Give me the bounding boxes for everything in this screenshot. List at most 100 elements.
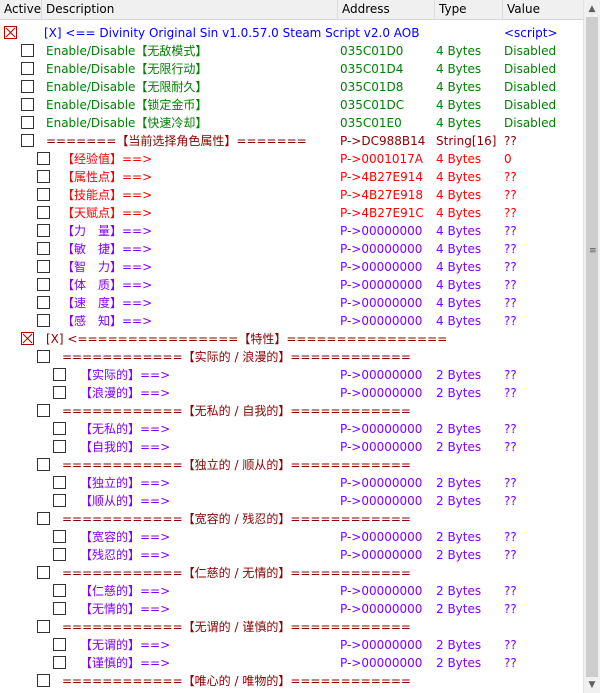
table-row[interactable]: ============【实际的 / 浪漫的】============ (0, 348, 583, 366)
table-row[interactable]: ============【无谓的 / 谨慎的】============ (0, 618, 583, 636)
row-value: ?? (504, 206, 517, 220)
active-checkbox[interactable] (37, 674, 50, 687)
active-checkbox[interactable] (37, 260, 50, 273)
row-address: P->00000000 (340, 602, 423, 616)
active-checkbox[interactable] (37, 206, 50, 219)
header-description[interactable]: Description (42, 0, 338, 19)
active-checkbox[interactable] (53, 602, 66, 615)
row-value (504, 330, 582, 348)
row-description: 【敏 捷】==> (62, 242, 153, 256)
active-checkbox[interactable] (53, 368, 66, 381)
table-row[interactable]: [X] <== Divinity Original Sin v1.0.57.0 … (0, 24, 583, 42)
header-value[interactable]: Value (507, 2, 540, 16)
row-value (504, 564, 582, 582)
active-checkbox[interactable] (37, 620, 50, 633)
active-checkbox[interactable] (37, 296, 50, 309)
active-checkbox-checked[interactable] (21, 332, 34, 345)
row-value: ?? (504, 602, 517, 616)
active-checkbox[interactable] (21, 134, 34, 147)
row-type: 2 Bytes (436, 656, 482, 670)
header-address[interactable]: Address (338, 0, 435, 19)
scroll-down-arrow-icon[interactable]: ▼ (588, 679, 596, 690)
active-checkbox[interactable] (37, 566, 50, 579)
header-type[interactable]: Type (435, 0, 503, 19)
active-checkbox[interactable] (37, 278, 50, 291)
row-address (340, 564, 433, 582)
active-checkbox[interactable] (53, 440, 66, 453)
row-address: P->00000000 (340, 386, 423, 400)
table-row[interactable]: ============【唯心的 / 唯物的】============ (0, 672, 583, 690)
row-address: 035C01E0 (340, 116, 402, 130)
active-checkbox[interactable] (37, 242, 50, 255)
active-checkbox[interactable] (53, 656, 66, 669)
active-checkbox[interactable] (53, 386, 66, 399)
row-address: P->00000000 (340, 638, 423, 652)
active-checkbox[interactable] (21, 98, 34, 111)
row-address: P->4B27E91C (340, 206, 424, 220)
scroll-up-arrow-icon[interactable]: ▲ (588, 3, 596, 14)
active-checkbox[interactable] (37, 350, 50, 363)
row-type (436, 330, 502, 348)
header-active[interactable]: Active (0, 0, 42, 19)
active-checkbox[interactable] (37, 512, 50, 525)
active-checkbox[interactable] (37, 170, 50, 183)
active-checkbox[interactable] (37, 404, 50, 417)
row-value: ?? (504, 440, 517, 454)
vertical-scrollbar[interactable]: ▲ ≡ ▼ (583, 0, 600, 693)
table-row[interactable]: [X] <================【特性】===============… (0, 330, 583, 348)
active-checkbox[interactable] (37, 188, 50, 201)
active-checkbox[interactable] (21, 44, 34, 57)
table-row[interactable]: ============【独立的 / 顺从的】============ (0, 456, 583, 474)
active-checkbox[interactable] (53, 530, 66, 543)
active-checkbox[interactable] (37, 458, 50, 471)
active-checkbox[interactable] (53, 476, 66, 489)
active-checkbox[interactable] (53, 548, 66, 561)
row-description: ============【实际的 / 浪漫的】============ (62, 350, 411, 364)
active-checkbox[interactable] (37, 224, 50, 237)
row-address: P->00000000 (340, 296, 423, 310)
active-checkbox[interactable] (53, 422, 66, 435)
active-checkbox[interactable] (21, 80, 34, 93)
active-checkbox-checked[interactable] (4, 26, 17, 39)
active-checkbox[interactable] (37, 152, 50, 165)
row-type: 4 Bytes (436, 224, 482, 238)
active-checkbox[interactable] (53, 494, 66, 507)
scrollbar-thumb[interactable] (586, 17, 598, 677)
active-checkbox[interactable] (21, 116, 34, 129)
active-checkbox[interactable] (53, 638, 66, 651)
active-checkbox[interactable] (53, 584, 66, 597)
active-checkbox[interactable] (37, 314, 50, 327)
table-row[interactable]: ============【无私的 / 自我的】============ (0, 402, 583, 420)
table-row[interactable]: ============【仁慈的 / 无情的】============ (0, 564, 583, 582)
active-checkbox[interactable] (21, 62, 34, 75)
table-row[interactable]: ============【宽容的 / 残忍的】============ (0, 510, 583, 528)
